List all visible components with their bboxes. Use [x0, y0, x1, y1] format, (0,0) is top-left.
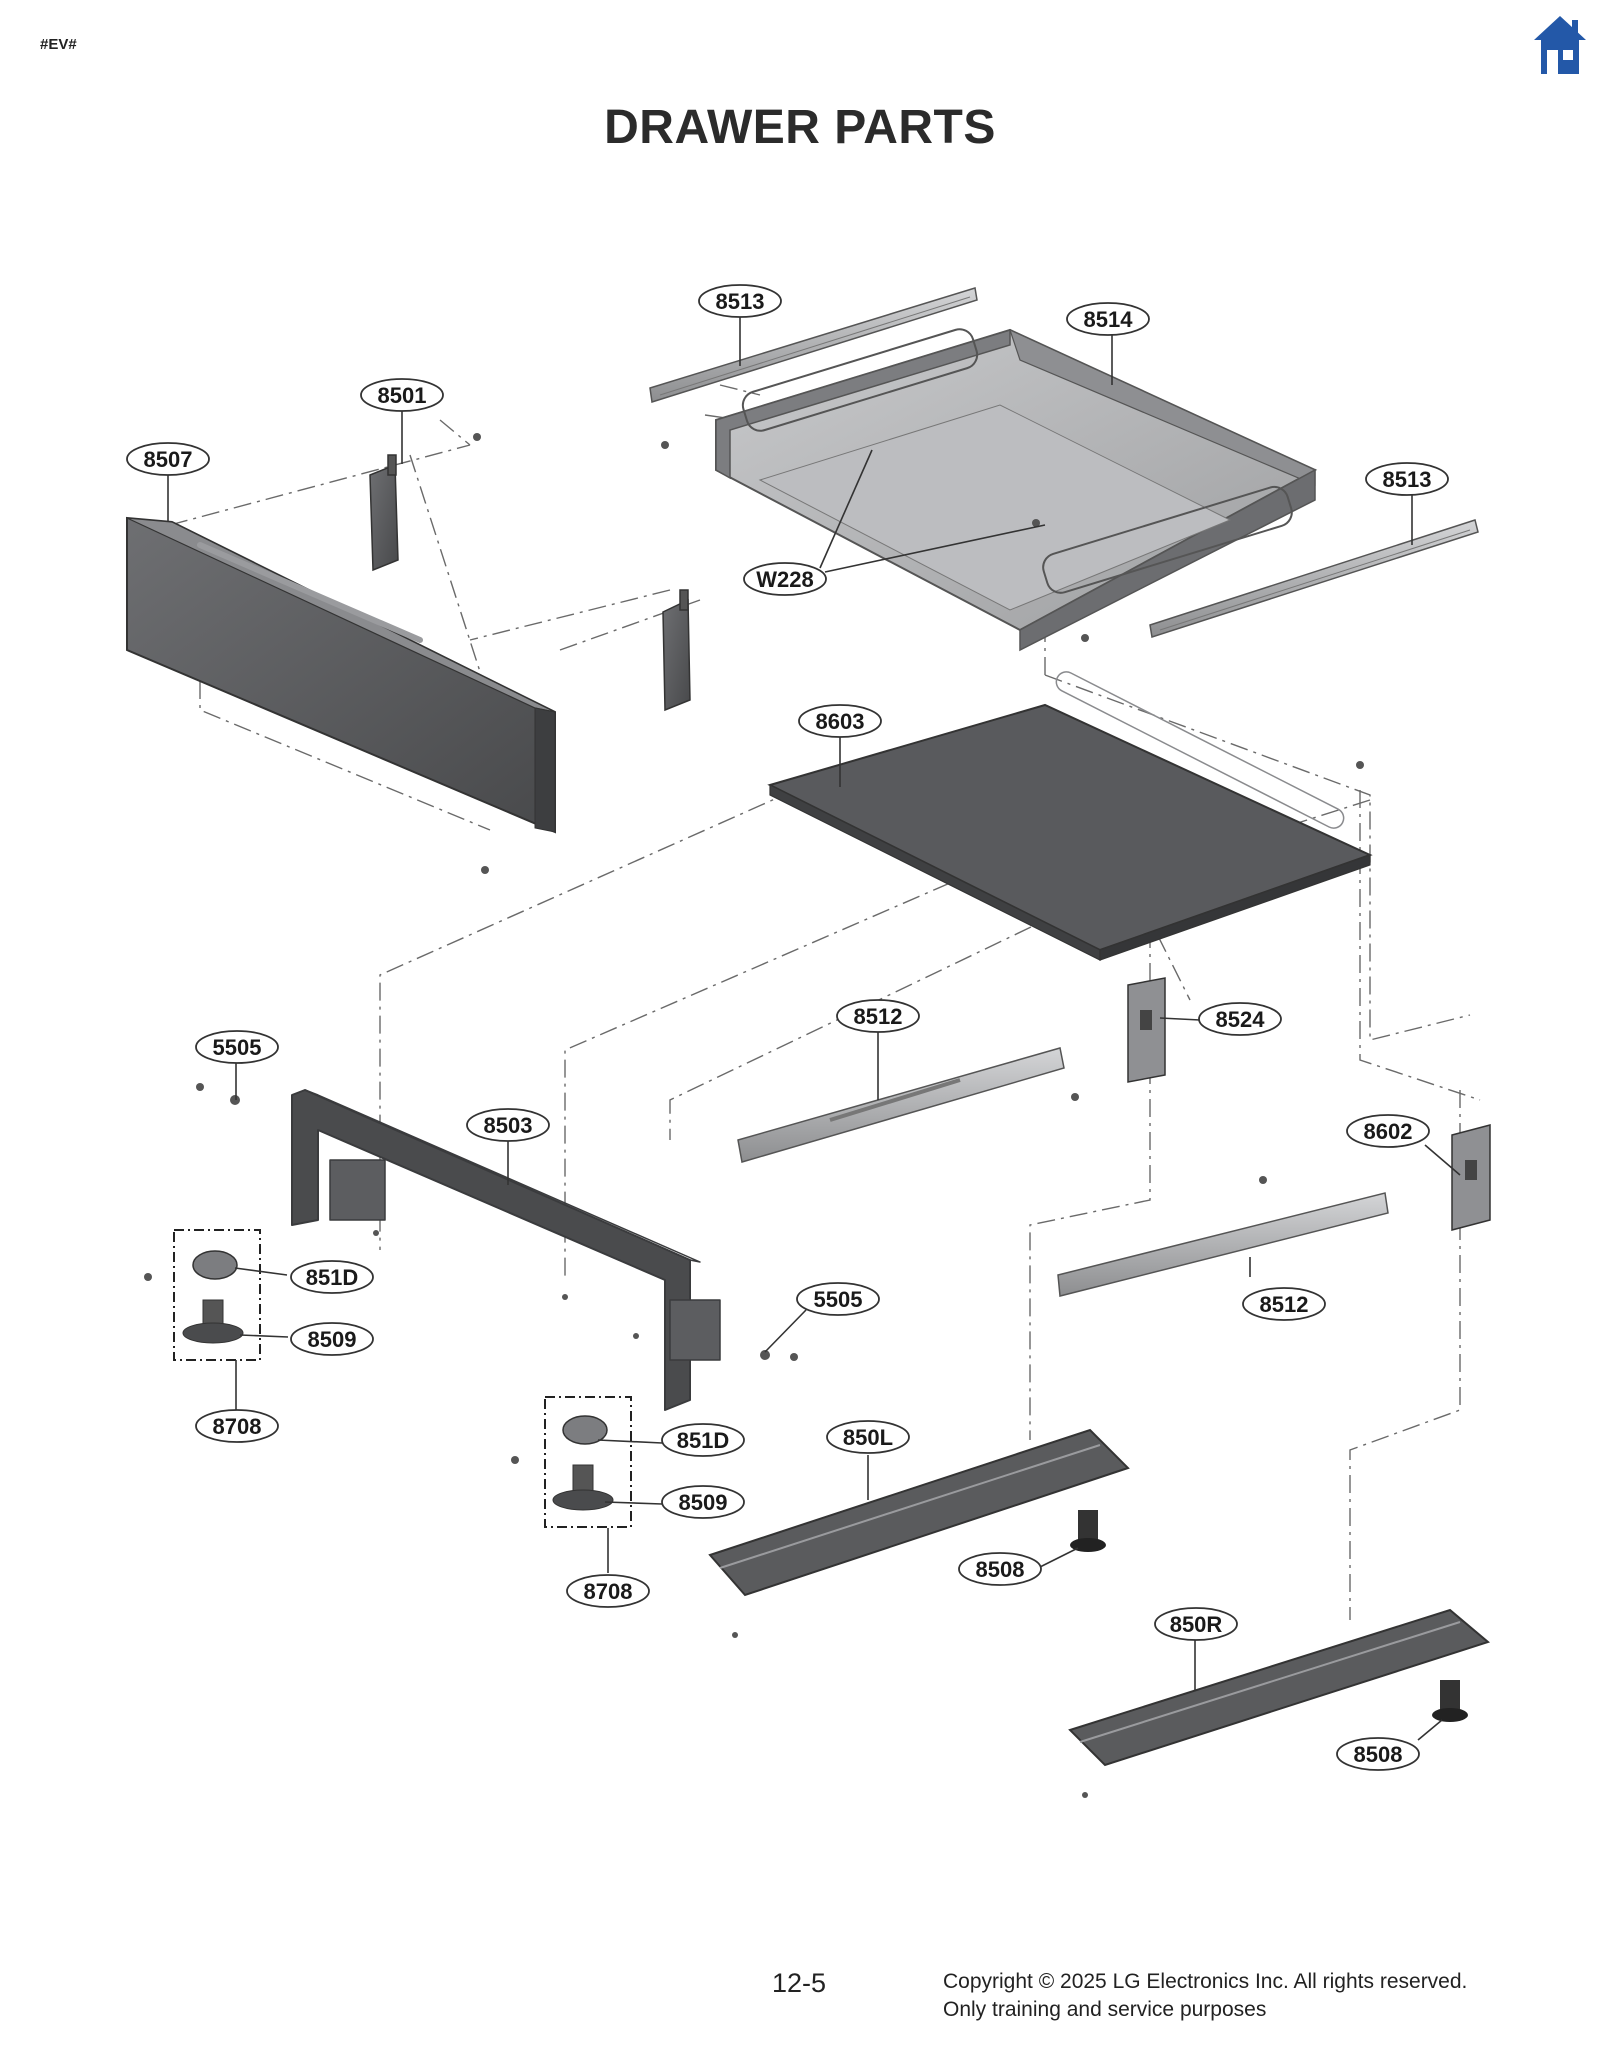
svg-text:8708: 8708 — [584, 1579, 633, 1604]
callout-8512-right: 8512 — [1242, 1287, 1326, 1321]
callout-8524: 8524 — [1198, 1002, 1282, 1036]
part-8512-lower-inner-slide — [1057, 1192, 1389, 1297]
document-tag: #EV# — [40, 36, 77, 53]
part-8508-left-foot — [1070, 1510, 1106, 1552]
svg-text:8508: 8508 — [976, 1557, 1025, 1582]
part-8501-drawer-front-brackets — [369, 454, 691, 712]
part-8512-upper-inner-slide — [737, 1047, 1065, 1163]
callout-8708-right: 8708 — [566, 1574, 650, 1608]
callout-8603: 8603 — [798, 704, 882, 738]
callout-8509-right: 8509 — [661, 1485, 745, 1519]
callout-8513-top: 8513 — [698, 284, 782, 318]
part-8513-right-slide-rail — [1149, 519, 1479, 638]
svg-text:8524: 8524 — [1216, 1007, 1266, 1032]
callout-8602: 8602 — [1346, 1114, 1430, 1148]
part-8602-bracket — [1451, 1124, 1491, 1231]
callout-8508-right: 8508 — [1336, 1737, 1420, 1771]
part-850l-base-rail — [708, 1428, 1130, 1597]
callout-leader-lines — [167, 315, 1461, 1741]
part-8708-left-leveler-assembly — [173, 1229, 261, 1361]
svg-text:8513: 8513 — [716, 289, 765, 314]
svg-text:8602: 8602 — [1364, 1119, 1413, 1144]
part-850r-base-rail — [1068, 1608, 1491, 1767]
callout-labels: 8513 8514 8501 8507 8513 W228 8603 8512 … — [126, 284, 1449, 1771]
svg-text:8508: 8508 — [1354, 1742, 1403, 1767]
usage-note: Only training and service purposes — [943, 1998, 1267, 2021]
svg-text:8512: 8512 — [854, 1004, 903, 1029]
copyright-line: Copyright © 2025 LG Electronics Inc. All… — [943, 1970, 1468, 1993]
callout-8507: 8507 — [126, 442, 210, 476]
part-8508-right-foot — [1432, 1680, 1468, 1722]
svg-text:8503: 8503 — [484, 1113, 533, 1138]
copyright-notice: Copyright © 2025 LG Electronics Inc. All… — [943, 1968, 1467, 2024]
part-8513-top-slide-rail — [649, 287, 978, 403]
callout-8503: 8503 — [466, 1108, 550, 1142]
screw-markers — [144, 433, 1364, 1798]
svg-text:8509: 8509 — [308, 1327, 357, 1352]
callout-5505-left: 5505 — [195, 1030, 279, 1064]
svg-text:8708: 8708 — [213, 1414, 262, 1439]
svg-text:5505: 5505 — [814, 1287, 863, 1312]
svg-text:8509: 8509 — [679, 1490, 728, 1515]
svg-text:851D: 851D — [306, 1265, 359, 1290]
callout-850l: 850L — [826, 1420, 910, 1454]
callout-8708-left: 8708 — [195, 1409, 279, 1443]
callout-8514: 8514 — [1066, 302, 1150, 336]
svg-text:850L: 850L — [843, 1425, 893, 1450]
callout-8509-left: 8509 — [290, 1322, 374, 1356]
part-8507-drawer-front — [126, 516, 556, 834]
svg-text:8512: 8512 — [1260, 1292, 1309, 1317]
svg-text:8501: 8501 — [378, 383, 427, 408]
svg-text:W228: W228 — [756, 567, 813, 592]
callout-8512-top: 8512 — [836, 999, 920, 1033]
part-8708-right-leveler-assembly — [544, 1396, 632, 1528]
part-8603-drawer-cover-plate — [767, 671, 1373, 961]
callout-8501: 8501 — [360, 378, 444, 412]
callout-w228: W228 — [743, 562, 827, 596]
svg-text:8507: 8507 — [144, 447, 193, 472]
callout-851d-left: 851D — [290, 1260, 374, 1294]
callout-5505-right: 5505 — [796, 1282, 880, 1316]
home-icon[interactable] — [1532, 14, 1588, 78]
assembly-guide-lines — [169, 384, 1481, 1620]
page-title: DRAWER PARTS — [604, 101, 996, 154]
svg-text:5505: 5505 — [213, 1035, 262, 1060]
part-8514-drawer-tray — [715, 328, 1318, 652]
svg-text:850R: 850R — [1170, 1612, 1223, 1637]
callout-8513-right: 8513 — [1365, 462, 1449, 496]
callout-8508-left: 8508 — [958, 1552, 1042, 1586]
callout-851d-right: 851D — [661, 1423, 745, 1457]
svg-text:8513: 8513 — [1383, 467, 1432, 492]
part-8524-bracket — [1127, 977, 1166, 1083]
part-8503-drawer-frame — [291, 1089, 721, 1411]
page-number: 12-5 — [772, 1968, 827, 1998]
svg-text:851D: 851D — [677, 1428, 730, 1453]
callout-850r: 850R — [1154, 1607, 1238, 1641]
svg-text:8514: 8514 — [1084, 307, 1134, 332]
svg-text:8603: 8603 — [816, 709, 865, 734]
